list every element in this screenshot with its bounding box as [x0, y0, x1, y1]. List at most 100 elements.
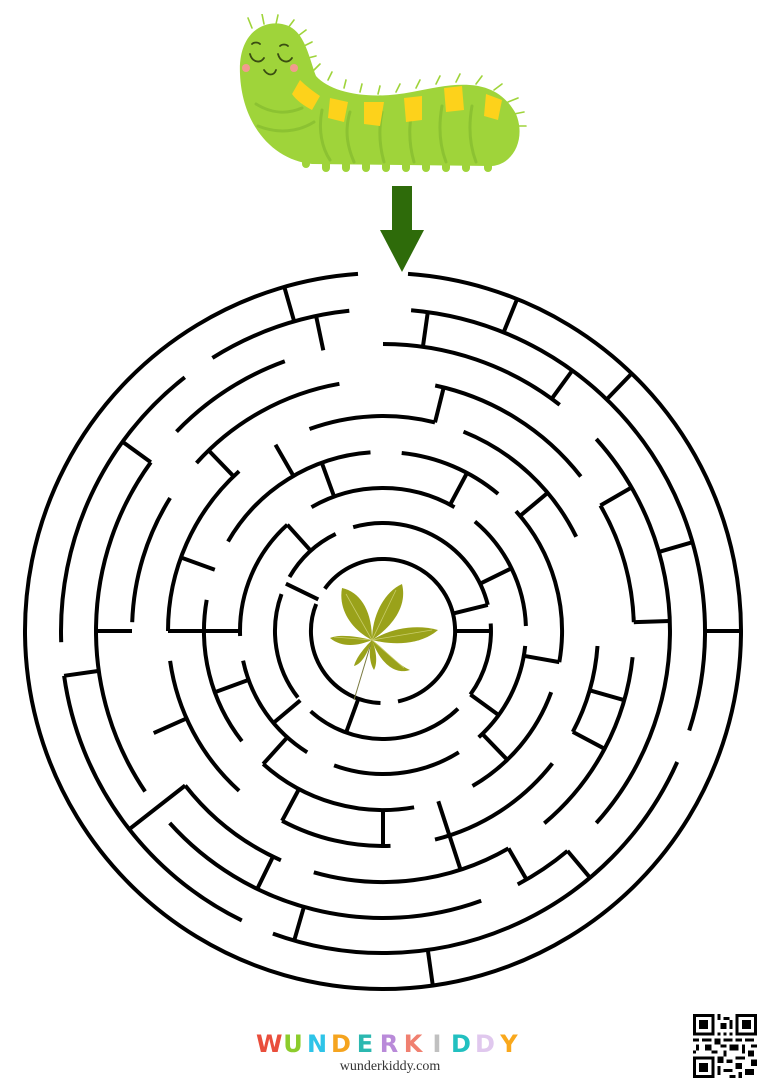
maze-wall: [183, 784, 282, 863]
maze-wall: [605, 372, 634, 401]
maze-wall: [313, 846, 510, 884]
start-arrow-icon: [380, 186, 424, 272]
maze-walls: [23, 271, 743, 992]
maze-wall: [518, 491, 549, 518]
maze-wall: [323, 556, 458, 704]
maze-wall: [201, 599, 244, 743]
maze-wall: [599, 485, 633, 508]
maze-wall: [425, 949, 435, 986]
maze-wall: [166, 469, 241, 632]
maze-wall: [175, 359, 286, 433]
maze-wall: [211, 308, 350, 360]
maze-wall: [598, 504, 636, 623]
wunderkiddy-logo: W U N D E R K I D D Y: [256, 1030, 520, 1058]
maze-wall: [255, 855, 275, 890]
logo-letter: D: [451, 1030, 471, 1058]
maze-wall: [281, 819, 391, 848]
maze-wall: [63, 668, 100, 678]
circular-maze[interactable]: [0, 260, 768, 1000]
maze-wall: [309, 707, 460, 742]
logo-letter: N: [306, 1030, 328, 1058]
maze-wall: [314, 315, 326, 351]
maze-wall: [434, 762, 554, 842]
maze-wall: [633, 619, 670, 625]
logo-letter: K: [403, 1030, 423, 1058]
maze-wall: [468, 623, 493, 696]
caterpillar-icon: [239, 14, 527, 172]
maze-wall: [287, 532, 337, 579]
maze-wall: [310, 486, 456, 509]
maze-wall: [121, 440, 152, 464]
maze-wall: [308, 603, 381, 705]
maze-wall: [352, 521, 490, 606]
maze-wall: [523, 653, 560, 665]
maze-wall: [168, 821, 482, 920]
maze-wall: [550, 369, 574, 400]
maze-wall: [594, 437, 672, 825]
maze-wall: [420, 311, 430, 348]
logo-letter: U: [283, 1030, 303, 1058]
maze-wall: [94, 461, 153, 793]
maze-wall: [207, 449, 236, 478]
maze-wall: [226, 450, 371, 543]
maze-wall: [434, 383, 583, 478]
maze-wall: [501, 298, 519, 334]
logo-letter: W: [256, 1030, 283, 1058]
logo-letter: R: [379, 1030, 399, 1058]
maze-wall: [469, 692, 500, 717]
logo-letter: Y: [500, 1030, 518, 1058]
maze-wall: [308, 414, 436, 431]
website-url[interactable]: wunderkiddy.com: [339, 1059, 441, 1074]
maze-wall: [62, 675, 243, 923]
maze-wall: [319, 462, 336, 498]
maze-wall: [292, 906, 306, 942]
maze-wall: [168, 660, 241, 793]
logo-letter: D: [331, 1030, 351, 1058]
chestnut-leaf-icon: [330, 584, 438, 701]
maze-wall: [462, 429, 578, 538]
maze-wall: [285, 523, 313, 553]
maze-wall: [433, 387, 446, 423]
caterpillar-illustration: [239, 14, 527, 172]
maze-wall: [344, 698, 361, 734]
qr-code-icon[interactable]: [693, 1014, 757, 1078]
maze-wall: [59, 375, 187, 643]
logo-letter: I: [432, 1030, 442, 1058]
maze-wall: [23, 271, 743, 992]
maze-wall: [272, 698, 302, 725]
maze-wall: [130, 496, 172, 623]
maze-wall: [238, 523, 289, 637]
maze-wall: [401, 451, 500, 496]
maze-wall: [241, 660, 309, 754]
maze-wall: [477, 645, 528, 739]
maze-wall: [571, 645, 600, 733]
maze-wall: [448, 472, 469, 506]
maze-wall: [333, 750, 460, 776]
maze-wall: [285, 581, 320, 602]
maze-wall: [436, 800, 463, 871]
maze-wall: [516, 849, 569, 887]
maze-wall: [514, 509, 565, 663]
maze-wall: [658, 540, 694, 554]
maze-wall: [480, 732, 509, 762]
maze-wall: [452, 602, 489, 616]
maze-wall: [214, 678, 250, 695]
maze-wall: [471, 691, 554, 788]
maze-wall: [589, 688, 625, 703]
maze-wall: [410, 308, 707, 732]
maze-wall: [272, 761, 680, 955]
maze-wall: [273, 593, 300, 699]
maze-wall: [280, 788, 301, 822]
logo-letter: D: [475, 1030, 495, 1058]
maze-wall: [565, 849, 592, 879]
maze-wall: [273, 443, 296, 477]
maze-wall: [479, 566, 513, 586]
maze-wall: [506, 847, 529, 881]
maze-wall: [282, 286, 297, 323]
maze-wall: [571, 730, 606, 751]
maze-wall: [180, 555, 216, 572]
logo-letter: E: [356, 1030, 374, 1058]
maze-wall: [128, 783, 187, 831]
maze-wall: [382, 342, 561, 407]
maze-wall: [261, 735, 289, 766]
